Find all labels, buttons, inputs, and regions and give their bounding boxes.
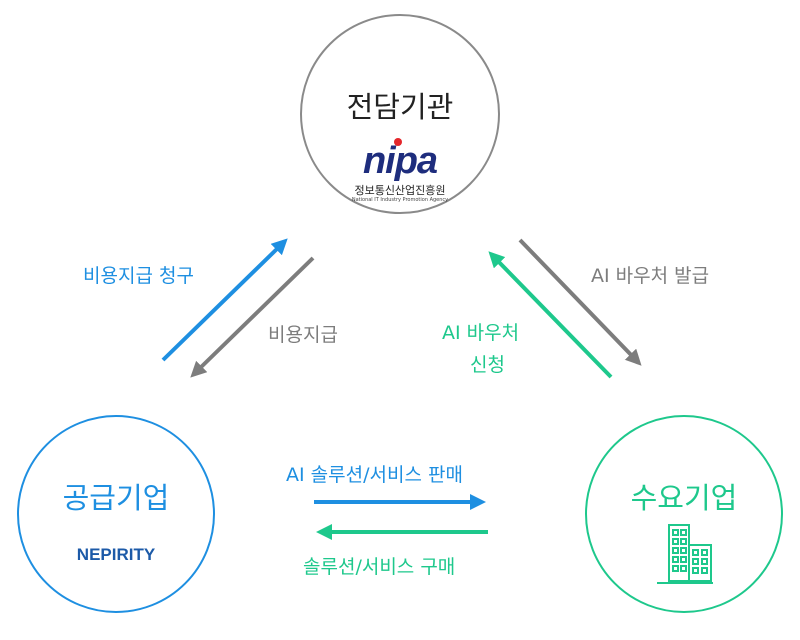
supplier-node: 공급기업 NEPIRITY <box>17 415 215 613</box>
arrow-cost-pay <box>190 256 315 378</box>
arrow-voucher-apply <box>488 251 613 379</box>
supplier-name: NEPIRITY <box>76 545 156 564</box>
arrow-cost-claim <box>161 238 288 362</box>
label-voucher-issue: AI 바우처 발급 <box>591 265 710 287</box>
supplier-title: 공급기업 <box>62 481 170 515</box>
label-voucher-apply-line1: AI 바우처 <box>442 322 520 344</box>
label-sell: AI 솔루션/서비스 판매 <box>286 464 463 486</box>
nipa-logo-english: National IT Industry Promotion Agency <box>351 197 449 203</box>
nipa-logo-korean: 정보통신산업진흥원 <box>354 184 446 197</box>
demand-title: 수요기업 <box>630 481 738 515</box>
nipa-logo: nipa <box>362 140 438 182</box>
nipa-logo-dot <box>394 138 402 146</box>
demand-node: 수요기업 <box>585 415 783 613</box>
label-cost-pay: 비용지급 <box>268 324 338 346</box>
label-voucher-apply-line2: 신청 <box>470 354 505 376</box>
agency-title: 전담기관 <box>346 90 454 124</box>
label-buy: 솔루션/서비스 구매 <box>303 556 456 578</box>
agency-node: 전담기관 nipa 정보통신산업진흥원 National IT Industry… <box>300 14 500 214</box>
building-icon <box>657 524 713 584</box>
label-cost-claim: 비용지급 청구 <box>83 265 194 287</box>
arrow-voucher-issue <box>518 238 642 366</box>
